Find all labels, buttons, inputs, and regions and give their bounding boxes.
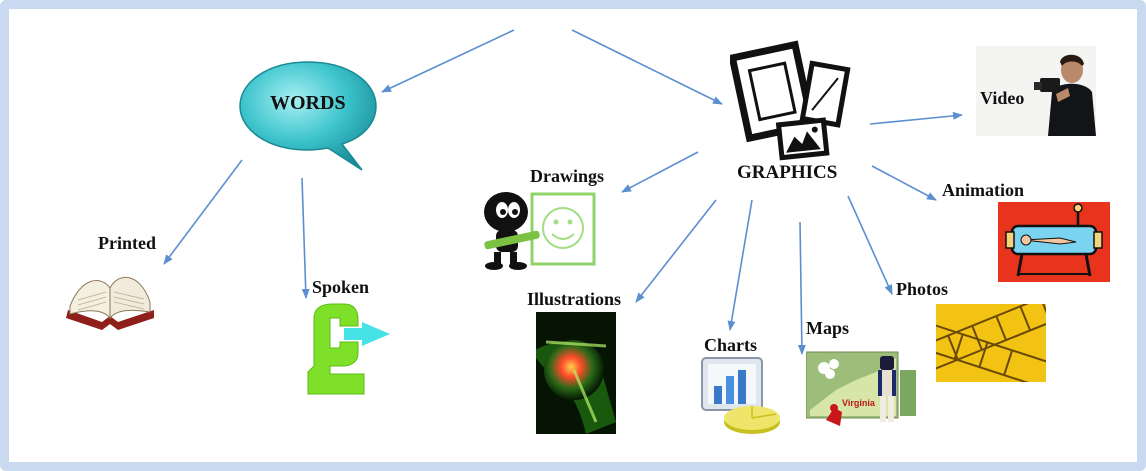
illustrations-label: Illustrations (527, 289, 622, 309)
arrow-graphics-to-animation (871, 165, 937, 201)
photos-label: Photos (896, 279, 949, 299)
speech-bubble-icon (239, 61, 377, 171)
arrow-graphics-to-charts (727, 199, 753, 331)
arrow-graphics-to-maps (797, 221, 806, 355)
printed-label: Printed (98, 233, 156, 253)
map-caption: Virginia (842, 398, 875, 408)
drawings-label: Drawings (530, 166, 605, 186)
arrow-top-to-graphics (571, 29, 723, 105)
arrow-words-to-spoken (301, 177, 310, 299)
animation-label: Animation (942, 180, 1025, 200)
maps-label: Maps (806, 318, 850, 338)
charts-label: Charts (704, 335, 757, 355)
speaker-icon (307, 303, 390, 395)
arrow-graphics-to-drawings (621, 151, 699, 193)
graphics-label: GRAPHICS (737, 162, 838, 183)
words-label: WORDS (270, 92, 346, 114)
video-label: Video (980, 88, 1025, 108)
shoulder-xray-icon (536, 312, 616, 434)
arrow-graphics-to-photos (847, 195, 893, 295)
arrow-top-to-words (381, 29, 515, 93)
animation-icon (998, 202, 1110, 282)
arrow-graphics-to-illustrations (635, 199, 717, 303)
drawing-character-icon (484, 192, 596, 270)
virginia-map-icon: Virginia (806, 350, 918, 430)
arrow-graphics-to-video (869, 111, 963, 125)
videographer-icon (1034, 54, 1096, 136)
book-icon (66, 276, 154, 330)
arrow-words-to-printed (163, 159, 243, 265)
picture-frames-icon (730, 40, 851, 161)
bar-chart-icon (701, 357, 780, 434)
spoken-label: Spoken (312, 277, 370, 297)
film-strip-icon (936, 304, 1046, 382)
